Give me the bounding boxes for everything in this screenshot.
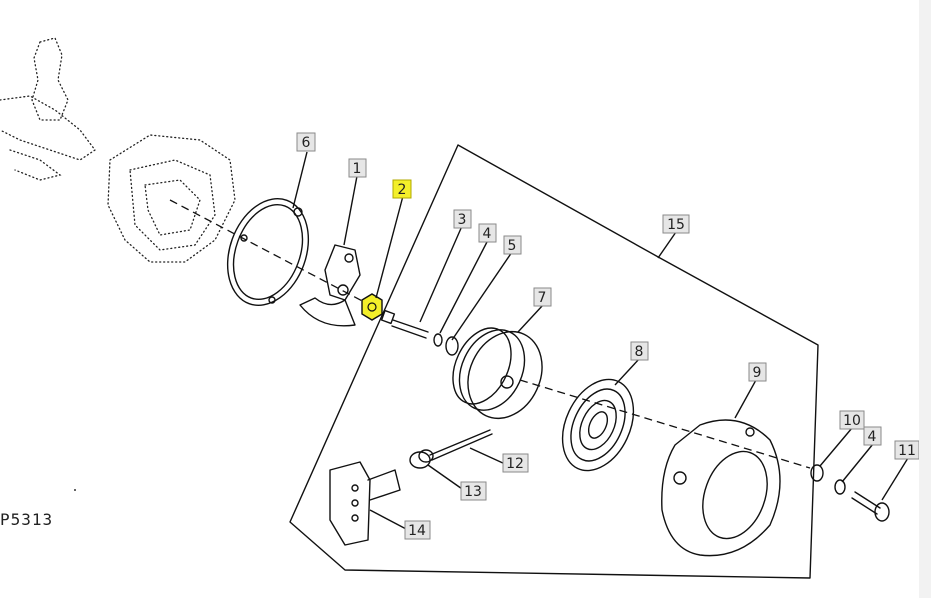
- grommet-part-13: [409, 449, 434, 469]
- lockwasher-part-4-lower: [834, 479, 846, 495]
- callout-1: 1: [348, 158, 367, 178]
- callout-3: 3: [453, 209, 472, 229]
- callout-label: 12: [506, 456, 524, 472]
- callout-15: 15: [662, 214, 690, 234]
- callout-label: 8: [635, 344, 644, 360]
- callout-label: 14: [408, 523, 426, 539]
- handle-part-14: [329, 461, 401, 546]
- callout-label: 4: [868, 429, 877, 445]
- callout-label: 7: [538, 290, 547, 306]
- assembly-axis-line-2: [519, 379, 811, 469]
- callout-4-upper: 4: [478, 223, 497, 243]
- callout-7: 7: [533, 287, 552, 307]
- callout-14: 14: [404, 520, 431, 540]
- callout-label: 9: [753, 365, 762, 381]
- rope-part-12: [429, 429, 493, 461]
- callout-11: 11: [894, 440, 919, 460]
- callout-8: 8: [630, 341, 649, 361]
- washer-part-10: [810, 464, 824, 482]
- bolt-part-11: [851, 491, 890, 522]
- callout-label: 3: [458, 212, 467, 228]
- callout-leaders: [292, 151, 909, 531]
- nut-part-2: [361, 293, 383, 321]
- callout-label: 5: [508, 238, 517, 254]
- callout-13: 13: [460, 481, 487, 501]
- engine-ghost-outline: [0, 37, 236, 263]
- callout-label: 10: [843, 413, 861, 429]
- spring-part-8: [561, 378, 635, 472]
- housing-part-9: [661, 419, 781, 557]
- callout-6: 6: [296, 132, 316, 152]
- callout-label: 2: [398, 182, 407, 198]
- callout-4-lower: 4: [863, 426, 882, 446]
- callout-9: 9: [748, 362, 767, 382]
- bolt-part-3: [380, 309, 429, 339]
- callout-label: 13: [464, 484, 482, 500]
- callout-label: 1: [353, 161, 362, 177]
- assembly-axis-line: [169, 199, 371, 306]
- callout-label: 11: [898, 443, 916, 459]
- right-edge-scrollbar-strip: [919, 0, 931, 598]
- callout-5: 5: [503, 235, 522, 255]
- assembly-group-outline-15: [289, 144, 819, 579]
- washer-part-5: [445, 336, 459, 356]
- gasket-part-6: [226, 198, 310, 306]
- callout-10: 10: [839, 410, 865, 430]
- washer-part-4: [433, 333, 443, 347]
- callout-2: 2: [392, 179, 412, 199]
- scan-speck: [74, 489, 76, 491]
- figure-code: P5313: [0, 510, 54, 529]
- starter-cup-part-1: [299, 244, 361, 327]
- callout-12: 12: [502, 453, 529, 473]
- callout-label: 6: [302, 135, 311, 151]
- callout-label: 4: [483, 226, 492, 242]
- callout-label: 15: [667, 217, 685, 233]
- pulley-part-7: [452, 327, 543, 420]
